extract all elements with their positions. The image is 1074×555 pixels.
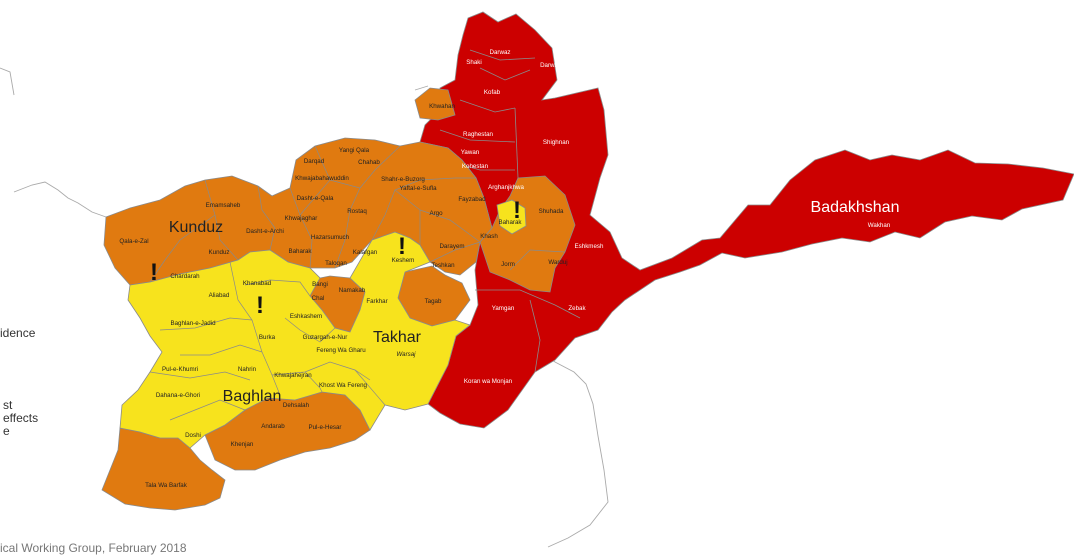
district-label: Yaftal-e-Sufla [399, 185, 437, 192]
district-label: Keshem [392, 257, 415, 264]
district-label: Darwaz-e-B... [540, 62, 578, 69]
district-label: Dehsalah [283, 402, 310, 409]
legend-text-fragment: idence [0, 326, 36, 340]
district-label: Dahana-e-Ghori [156, 392, 200, 399]
district-label: Arghanjkhwa [488, 184, 524, 191]
map-source-footer: ical Working Group, February 2018 [0, 541, 187, 555]
district-label: Bangi [312, 281, 328, 288]
district-label: Namakab [339, 287, 366, 294]
district-label: Pul-e-Khumri [162, 366, 198, 373]
district-label: Chal [312, 295, 325, 302]
district-label: Chardarah [170, 273, 200, 280]
district-label: Khost Wa Fereng [319, 382, 367, 389]
district-label: Koran wa Monjan [464, 378, 513, 385]
district-label: Yawan [461, 149, 480, 156]
district-label: Khwajahejran [274, 372, 312, 379]
district-label: Khash [480, 233, 498, 240]
district-label: Shaki [466, 59, 481, 66]
district-label: Baharak [288, 248, 312, 255]
province-label-baghlan: Baghlan [223, 388, 282, 405]
district-label: Khwahan [429, 103, 455, 110]
district-label: Burka [259, 334, 276, 341]
province-label-takhar: Takhar [373, 329, 422, 346]
district-label: Kunduz [209, 249, 230, 256]
district-label: Dasht-e-Qala [297, 195, 334, 202]
alert-marker-icon: ! [256, 292, 264, 319]
district-label: Wakhan [868, 222, 891, 229]
alert-markers: ! ! ! ! [150, 197, 521, 319]
district-label: Andarab [261, 423, 285, 430]
district-label: Guzargah-e-Nur [303, 334, 348, 341]
district-label: Taloqan [325, 260, 347, 267]
district-label: Eshkashem [290, 313, 322, 320]
district-label: Darqad [304, 158, 325, 165]
district-label: Raghestan [463, 131, 493, 138]
district-borders [149, 145, 566, 421]
legend-text-fragment: st [3, 398, 13, 412]
district-label: Tala Wa Barfak [145, 482, 188, 489]
district-label: Kalafgan [353, 249, 378, 256]
district-label: Darayem [439, 243, 464, 250]
district-label: Farkhar [366, 298, 387, 305]
district-label: Khwajabahawuddin [295, 175, 349, 182]
district-label: Baharak [498, 219, 522, 226]
district-label: Tagab [425, 298, 442, 305]
district-label: Teshkan [431, 262, 455, 269]
district-label: Khanabad [243, 280, 272, 287]
district-label: Baghlan-e-Jadid [170, 320, 216, 327]
district-label: Aliabad [209, 292, 230, 299]
district-label: Shahr-e-Buzorg [381, 176, 425, 183]
district-label: Khwajaghar [285, 215, 318, 222]
district-label: Warduj [548, 259, 567, 266]
province-labels: Kunduz Takhar Baghlan Badakhshan [169, 199, 900, 405]
alert-marker-icon: ! [513, 197, 521, 224]
district-label: Eshkmesh [575, 243, 604, 250]
district-label: Chahab [358, 159, 380, 166]
district-label: Darwaz [490, 49, 511, 56]
district-label: Fayzabad [458, 196, 486, 203]
legend-text-fragment: e [3, 424, 10, 438]
district-label: Warsaj [396, 351, 416, 358]
district-label: Pul-e-Hesar [308, 424, 341, 431]
district-labels: Darwaz Shaki Darwaz-e-B... Kofab Khwahan… [119, 49, 890, 489]
district-label: Zebak [568, 305, 586, 312]
alert-marker-icon: ! [150, 259, 158, 286]
district-label: Shighnan [543, 139, 570, 146]
district-label: Yangi Qala [339, 147, 370, 154]
district-label: Nahrin [238, 366, 257, 373]
district-label: Yamgan [492, 305, 515, 312]
district-label: Doshi [185, 432, 201, 439]
badakhshan-region [419, 11, 1074, 429]
district-label: Kohestan [462, 163, 489, 170]
legend-text-fragment: effects [3, 411, 39, 425]
district-label: Hazarsumuch [311, 234, 350, 241]
district-label: Rostaq [347, 208, 367, 215]
province-label-badakhshan: Badakhshan [811, 199, 900, 216]
district-label: Dasht-e-Archi [246, 228, 284, 235]
district-label: Jorm [501, 261, 515, 268]
district-label: Fereng Wa Gharu [316, 347, 366, 354]
district-label: Argo [429, 210, 443, 217]
yellow-districts [119, 199, 527, 449]
alert-marker-icon: ! [398, 233, 406, 260]
district-label: Qala-e-Zal [119, 238, 148, 245]
district-label: Shuhada [539, 208, 564, 215]
district-label: Emamsaheb [206, 202, 241, 209]
district-label: Khenjan [231, 441, 254, 448]
district-label: Kofab [484, 89, 501, 96]
province-label-kunduz: Kunduz [169, 219, 223, 236]
